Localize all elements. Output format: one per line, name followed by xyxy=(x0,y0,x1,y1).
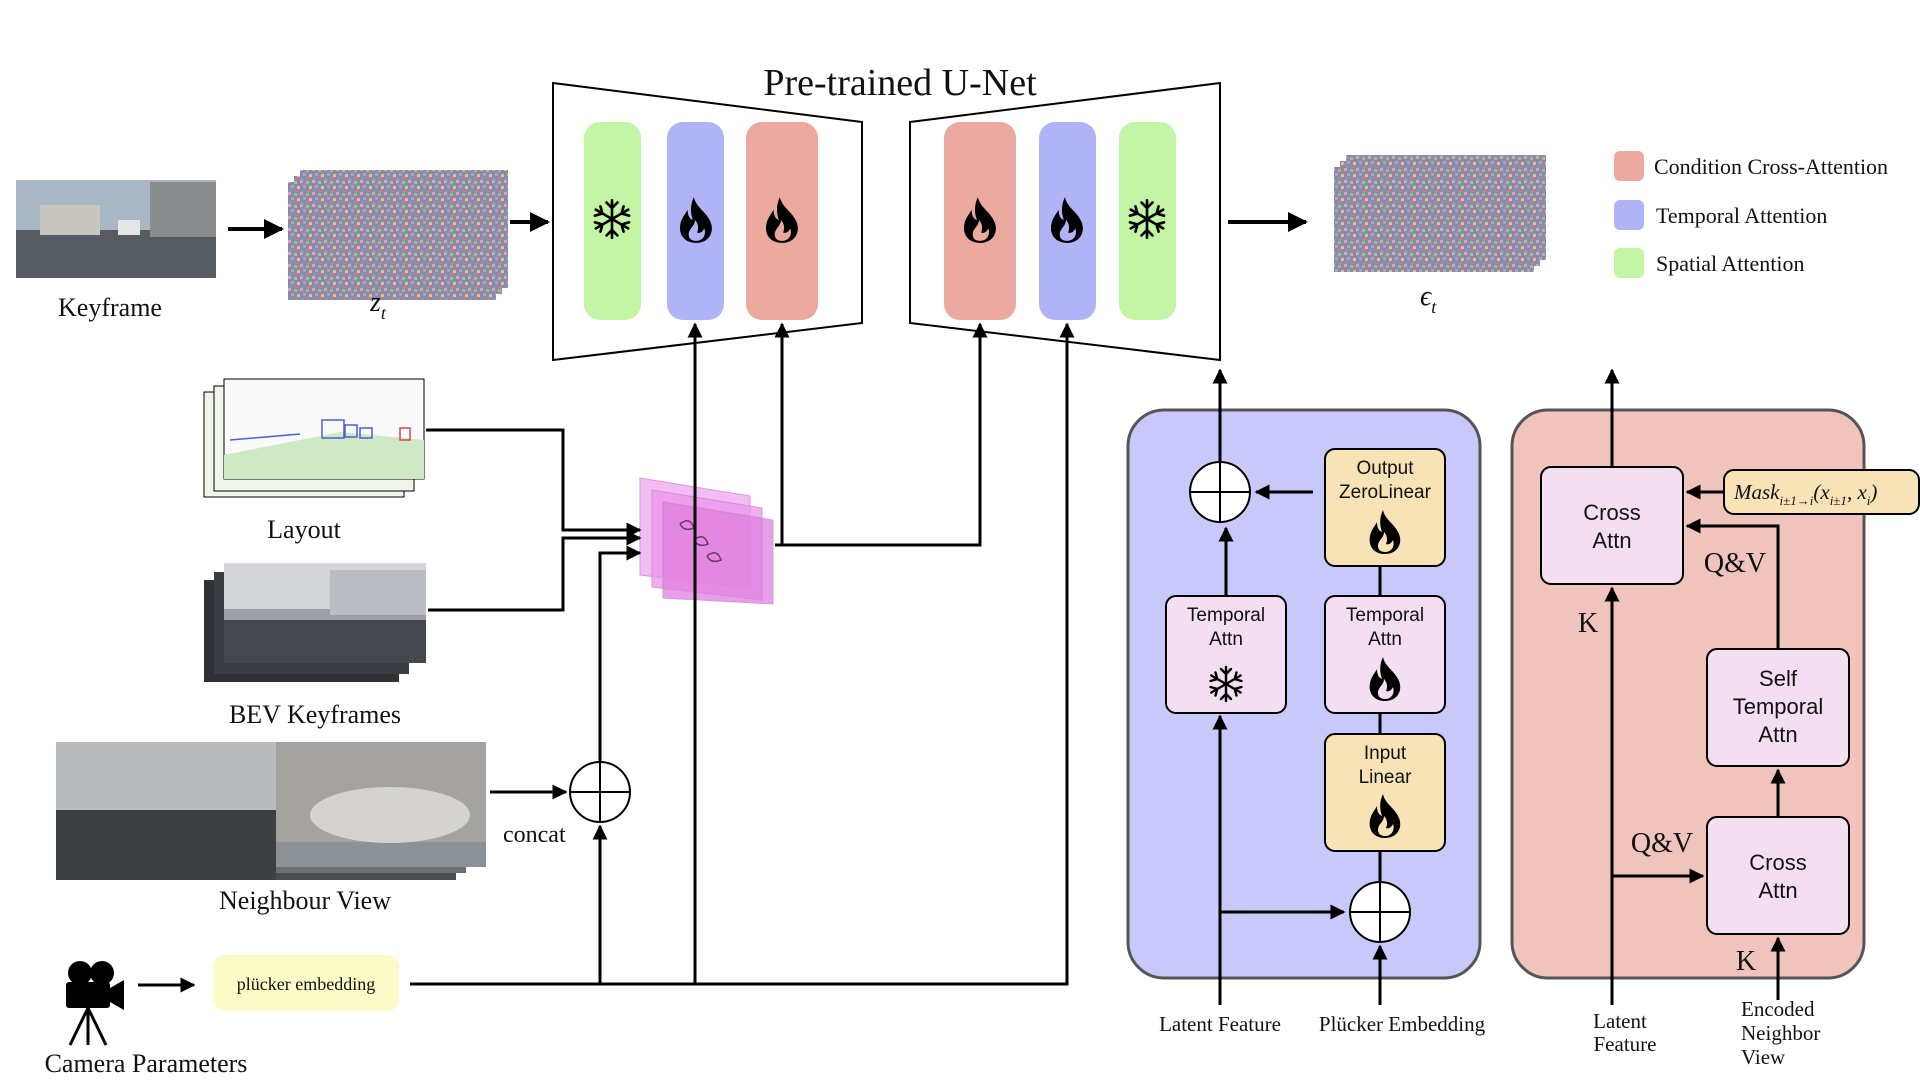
self-temporal-attn-label-2: Temporal xyxy=(1733,694,1823,719)
legend-label-temporal: Temporal Attention xyxy=(1656,203,1827,228)
unet-temporal-block-1 xyxy=(667,122,724,320)
eps-noise-stack xyxy=(1334,155,1546,272)
legend-label-condition: Condition Cross-Attention xyxy=(1654,154,1888,179)
concat-label: concat xyxy=(503,822,566,848)
bev-keyframes-stack xyxy=(204,563,426,682)
legend-label-spatial: Spatial Attention xyxy=(1656,251,1805,276)
output-zerolinear-label: Output xyxy=(1356,458,1414,479)
keyframe-label: Keyframe xyxy=(58,293,162,322)
cross-attn-top-box xyxy=(1540,466,1684,585)
latent-feature-label: Latent Feature xyxy=(1159,1012,1281,1036)
concat-plus-node xyxy=(569,761,631,823)
output-zerolinear-box xyxy=(1324,448,1446,567)
cross-attn-bottom-label: Cross xyxy=(1749,850,1806,875)
k-label-bottom: K xyxy=(1736,946,1756,977)
legend-swatch-temporal xyxy=(1614,200,1644,230)
eps-label: ϵt xyxy=(1420,281,1437,317)
zt-noise-stack xyxy=(288,170,508,300)
latent-feature-label-cross: Latent xyxy=(1593,1009,1647,1033)
k-label-top: K xyxy=(1578,608,1598,639)
cross-attn-top-label: Cross xyxy=(1583,500,1640,525)
legend-swatch-condition xyxy=(1614,151,1644,181)
temporal-attn-trainable-label: Temporal xyxy=(1346,605,1424,626)
legend: Condition Cross-Attention Temporal Atten… xyxy=(1614,151,1888,278)
layout-image-stack xyxy=(203,378,425,498)
self-temporal-attn-label: Self xyxy=(1759,666,1798,691)
connector-lines xyxy=(410,322,1075,986)
encoded-neighbor-view-label-3: View xyxy=(1741,1045,1786,1069)
temporal-attn-trainable-label-2: Attn xyxy=(1368,629,1402,650)
bev-keyframes-label: BEV Keyframes xyxy=(229,700,401,729)
cross-attn-bottom-box xyxy=(1706,816,1850,935)
qv-label-top: Q&V xyxy=(1704,548,1766,579)
residual-add-node xyxy=(1189,461,1251,523)
input-linear-label-2: Linear xyxy=(1359,767,1412,788)
plucker-embedding-input-label: Plücker Embedding xyxy=(1319,1012,1486,1036)
unet-title: Pre-trained U-Net xyxy=(763,62,1037,104)
latent-feature-label-cross-2: Feature xyxy=(1594,1032,1657,1056)
temporal-attn-frozen-label: Temporal xyxy=(1187,605,1265,626)
embedding-add-node xyxy=(1349,881,1411,943)
mask-label: Maski±1→i(xi±1, xi) xyxy=(1733,480,1877,508)
output-zerolinear-label-2: ZeroLinear xyxy=(1339,482,1432,503)
zt-label: zt xyxy=(369,287,387,323)
plucker-embedding-label: plücker embedding xyxy=(237,974,375,994)
neighbour-view-stack xyxy=(56,742,486,880)
camera-icon xyxy=(66,961,124,1046)
camera-parameters-label: Camera Parameters xyxy=(45,1049,248,1078)
neighbour-view-label: Neighbour View xyxy=(219,886,391,915)
input-linear-label: Input xyxy=(1364,743,1407,764)
encoded-neighbor-view-label-2: Neighbor xyxy=(1741,1021,1820,1045)
keyframe-image xyxy=(16,180,216,278)
temporal-attn-trainable-box xyxy=(1324,595,1446,714)
cross-attn-top-label-2: Attn xyxy=(1592,528,1631,553)
temporal-block-connectors xyxy=(1212,368,1388,1005)
plucker-embedding-box xyxy=(213,955,399,1011)
cross-attn-bottom-label-2: Attn xyxy=(1758,878,1797,903)
input-linear-box xyxy=(1324,733,1446,852)
legend-swatch-spatial xyxy=(1614,248,1644,278)
temporal-attn-frozen-label-2: Attn xyxy=(1209,629,1243,650)
self-temporal-attn-label-3: Attn xyxy=(1758,722,1797,747)
encoded-neighbor-view-label: Encoded xyxy=(1741,997,1815,1021)
cross-block-connectors xyxy=(1604,368,1786,1005)
condition-encoder-stack xyxy=(639,477,774,605)
qv-label-bottom: Q&V xyxy=(1631,828,1693,859)
layout-label: Layout xyxy=(267,515,341,544)
